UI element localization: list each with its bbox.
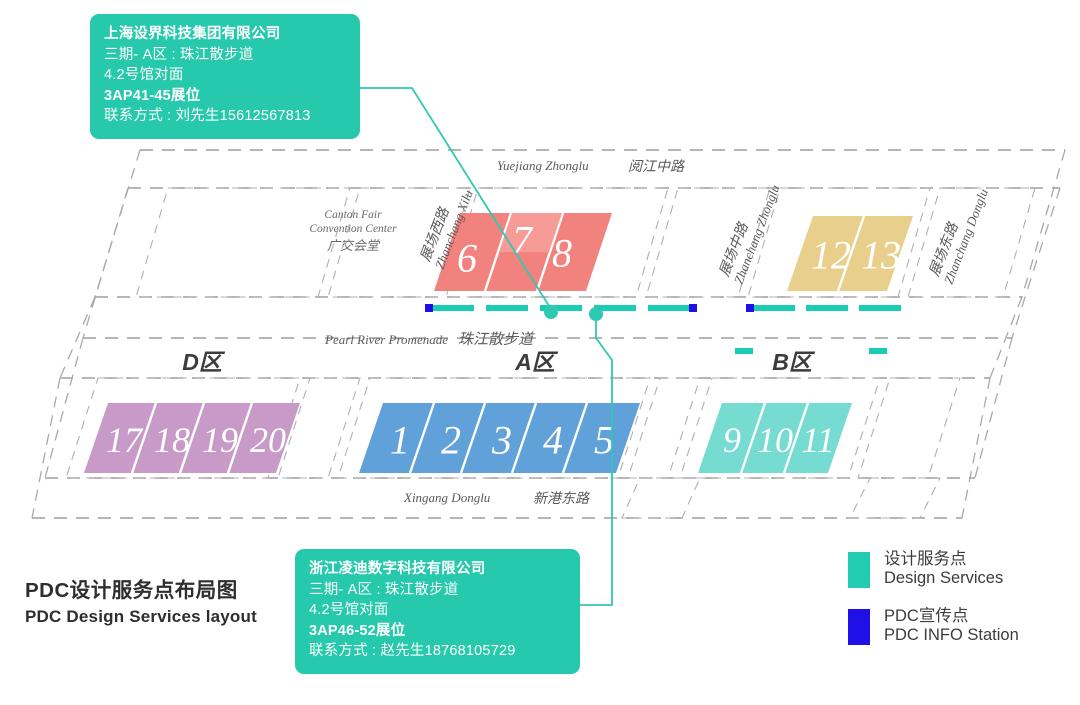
hall-label: 6 bbox=[457, 236, 477, 281]
callout-contact: 联系方式 : 赵先生18768105729 bbox=[309, 643, 516, 660]
leader-line-bottom bbox=[580, 307, 613, 606]
road-label-zhanchang-donglu: Zhanchang Donglu 展场东路 bbox=[927, 186, 992, 286]
zone-label-d: D区 bbox=[182, 349, 226, 375]
hall-label: 13 bbox=[861, 233, 901, 278]
street-grid-verticals bbox=[31, 149, 1066, 519]
road-name-cn: 阅江中路 bbox=[628, 159, 685, 175]
hall-label: 2 bbox=[441, 418, 461, 463]
hall-group-north-yellow: 12 13 bbox=[787, 215, 913, 292]
hall-label: 18 bbox=[154, 420, 190, 460]
hall-label: 19 bbox=[202, 420, 238, 460]
road-label-yuejiang-zhonglu: Yuejiang Zhonglu 阅江中路 bbox=[497, 158, 685, 175]
south-blocks bbox=[65, 377, 961, 519]
hall-group-south-teal: 9 10 11 bbox=[698, 402, 852, 474]
legend-label-en: Design Services bbox=[884, 569, 1004, 588]
legend-swatch-info-station bbox=[848, 608, 870, 645]
road-name-en: Xingang Donglu bbox=[403, 490, 491, 505]
hall-group-north-red: 6 7 8 bbox=[434, 212, 612, 292]
road-label-pearl-river-promenade: Pearl River Promenade 珠江散步道 bbox=[324, 331, 535, 348]
legend-label-cn: PDC宣传点 bbox=[884, 606, 969, 625]
hall-group-south-blue: 1 2 3 4 5 bbox=[359, 402, 640, 474]
callout-exhibitor-shanghai[interactable]: 上海设界科技集团有限公司 三期- A区 : 珠江散步道 4.2号馆对面 3AP4… bbox=[90, 14, 360, 139]
road-name-en: Pearl River Promenade bbox=[324, 332, 448, 347]
page-title-en: PDC Design Services layout bbox=[25, 606, 257, 626]
venue-label: Canton Fair Convention Center 广交会堂 bbox=[309, 209, 397, 253]
legend-item-info-station: PDC宣传点 PDC INFO Station bbox=[848, 607, 1019, 646]
design-service-markers-promenade bbox=[425, 304, 697, 312]
hall-label: 17 bbox=[106, 420, 144, 460]
venue-label-en-1: Canton Fair bbox=[324, 209, 382, 221]
callout-company: 浙江凌迪数字科技有限公司 bbox=[309, 561, 486, 577]
callout-booth: 3AP41-45展位 bbox=[104, 87, 201, 104]
callout-company: 上海设界科技集团有限公司 bbox=[104, 26, 281, 42]
page-title: PDC设计服务点布局图 PDC Design Services layout bbox=[25, 578, 257, 628]
road-name-cn: 珠江散步道 bbox=[458, 331, 535, 348]
road-name-cn: 新港东路 bbox=[533, 491, 590, 507]
design-service-markers-east bbox=[746, 304, 901, 312]
callout-nearby: 4.2号馆对面 bbox=[104, 67, 184, 84]
road-label-xingang-donglu: Xingang Donglu 新港东路 bbox=[403, 490, 590, 507]
hall-label: 10 bbox=[757, 420, 793, 460]
legend: 设计服务点 Design Services PDC宣传点 PDC INFO St… bbox=[848, 550, 1019, 664]
hall-label: 11 bbox=[801, 420, 834, 460]
hall-label: 3 bbox=[491, 418, 512, 463]
hall-label: 4 bbox=[543, 418, 563, 463]
info-station-marker bbox=[425, 304, 433, 312]
hall-label: 9 bbox=[723, 420, 741, 460]
hall-label: 20 bbox=[250, 420, 286, 460]
legend-item-design-services: 设计服务点 Design Services bbox=[848, 550, 1019, 589]
callout-booth: 3AP46-52展位 bbox=[309, 622, 406, 639]
hall-label: 8 bbox=[552, 231, 572, 276]
callout-contact: 联系方式 : 刘先生15612567813 bbox=[104, 108, 311, 125]
hall-label: 5 bbox=[594, 418, 614, 463]
zone-label-a: A区 bbox=[514, 349, 559, 375]
callout-exhibitor-zhejiang[interactable]: 浙江凌迪数字科技有限公司 三期- A区 : 珠江散步道 4.2号馆对面 3AP4… bbox=[295, 549, 580, 674]
callout-zone: 三期- A区 : 珠江散步道 bbox=[104, 46, 254, 63]
leader-endpoint-dot bbox=[589, 307, 603, 321]
hall-label: 12 bbox=[811, 233, 851, 278]
road-label-zhanchang-zhonglu: Zhanchang Zhonglu 展场中路 bbox=[717, 182, 783, 286]
legend-label-cn: 设计服务点 bbox=[884, 550, 967, 568]
info-station-marker bbox=[746, 304, 754, 312]
leader-endpoint-dot bbox=[544, 305, 558, 319]
hall-group-south-purple: 17 18 19 20 bbox=[84, 402, 300, 474]
page-title-cn: PDC设计服务点布局图 bbox=[25, 579, 238, 602]
design-service-markers-bzone bbox=[735, 348, 887, 354]
hall-label: 7 bbox=[512, 218, 534, 263]
callout-nearby: 4.2号馆对面 bbox=[309, 602, 389, 619]
legend-swatch-design-services bbox=[848, 552, 870, 588]
legend-label-en: PDC INFO Station bbox=[884, 626, 1019, 645]
callout-zone: 三期- A区 : 珠江散步道 bbox=[309, 581, 459, 598]
hall-label: 1 bbox=[390, 418, 410, 463]
road-name-en: Yuejiang Zhonglu bbox=[497, 158, 589, 173]
venue-label-en-2: Convention Center bbox=[309, 223, 397, 235]
venue-label-cn: 广交会堂 bbox=[327, 238, 381, 253]
info-station-marker bbox=[689, 304, 697, 312]
leader-line-top bbox=[360, 87, 558, 319]
zone-label-b: B区 bbox=[772, 349, 816, 375]
